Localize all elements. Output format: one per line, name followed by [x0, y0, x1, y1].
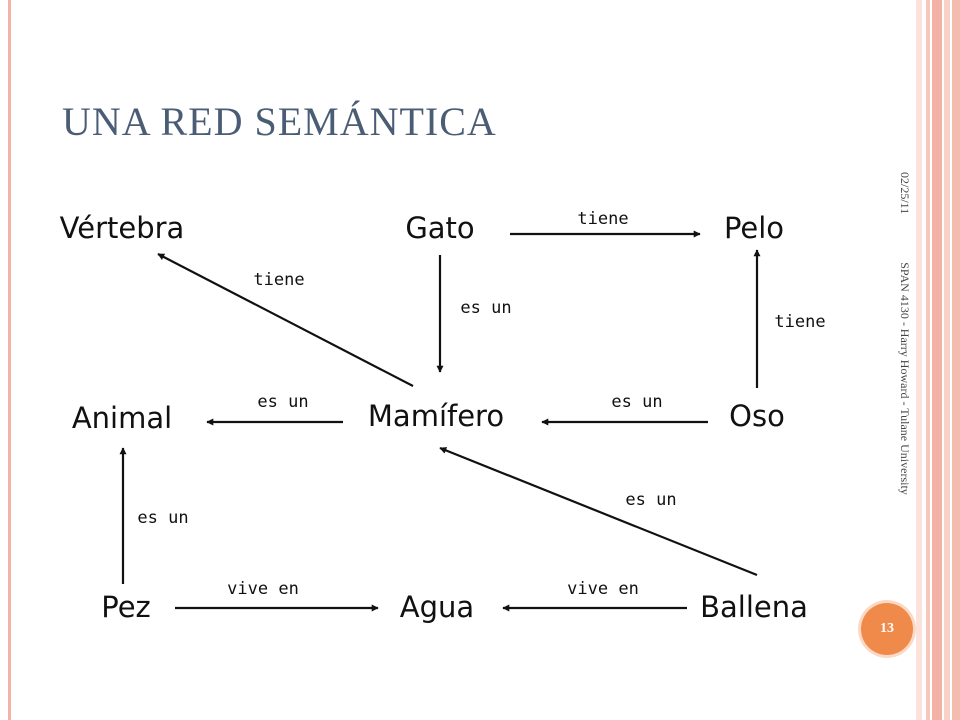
right-border-bands	[916, 0, 960, 720]
edge-label-oso-pelo: tiene	[774, 312, 825, 332]
node-pez: Pez	[101, 590, 151, 624]
slide-date: 02/25/11	[898, 172, 912, 215]
page-number-badge: 13	[861, 603, 913, 655]
edge-label-mamifero-animal: es un	[257, 392, 308, 412]
side-footer: 02/25/11SPAN 4130 - Harry Howard - Tulan…	[897, 172, 912, 495]
edge-label-ballena-agua: vive en	[567, 579, 639, 599]
node-ballena: Ballena	[700, 590, 808, 624]
node-agua: Agua	[400, 590, 474, 624]
edge-label-gato-mamifero: es un	[460, 298, 511, 318]
edge-label-ballena-mamifero: es un	[625, 490, 676, 510]
edge-mamifero-vertebra	[157, 253, 414, 387]
edge-label-pez-agua: vive en	[227, 579, 299, 599]
slide-title: UNA RED SEMÁNTICA	[62, 99, 497, 144]
node-vertebra: Vértebra	[60, 211, 185, 245]
edge-ballena-mamifero	[439, 446, 758, 577]
node-oso: Oso	[729, 399, 785, 433]
slide-footer-text: SPAN 4130 - Harry Howard - Tulane Univer…	[898, 262, 912, 495]
edge-label-pez-animal: es un	[137, 508, 188, 528]
left-border	[8, 0, 11, 720]
edge-label-oso-mamifero: es un	[611, 392, 662, 412]
edge-label-mamifero-vertebra: tiene	[253, 270, 304, 290]
node-mamifero: Mamífero	[368, 399, 504, 433]
node-animal: Animal	[72, 401, 172, 435]
node-pelo: Pelo	[724, 211, 784, 245]
node-gato: Gato	[405, 211, 474, 245]
edge-label-gato-pelo: tiene	[577, 209, 628, 229]
edges-layer: tiene tiene es un tiene es un es un es un es un…	[119, 209, 826, 612]
